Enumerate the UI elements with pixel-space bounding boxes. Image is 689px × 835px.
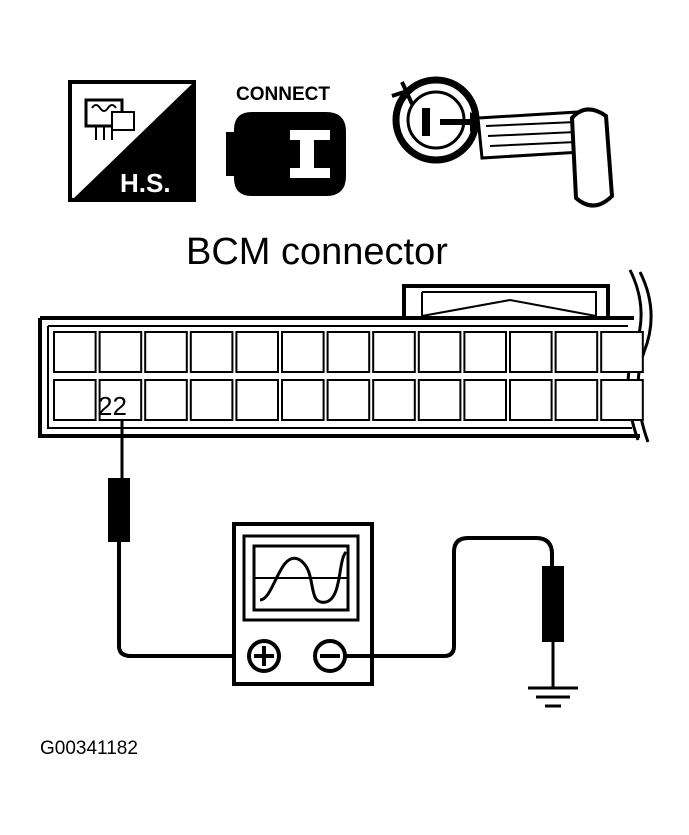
- connector-cavity: [600, 331, 644, 373]
- ground-probe-lead: [345, 536, 564, 688]
- figure-id: G00341182: [40, 738, 138, 759]
- hs-label: H.S.: [120, 168, 171, 198]
- ground-symbol-icon: [528, 686, 578, 708]
- connector-cavity: [417, 379, 462, 421]
- connector-cavity: [372, 379, 416, 421]
- connector-cavity: [53, 379, 97, 421]
- connector-cavity: [326, 379, 371, 421]
- connector-cavity: [463, 331, 507, 373]
- connector-cavity: [281, 331, 325, 373]
- connector-cavity: [144, 379, 188, 421]
- connector-cavity: [189, 331, 234, 373]
- connector-cavity: [509, 379, 553, 421]
- connector-cavity: [144, 331, 188, 373]
- connect-icon: CONNECT: [226, 84, 346, 196]
- harness-connector-icon: H.S.: [68, 80, 196, 202]
- connector-cavity: [281, 379, 325, 421]
- bcm-connector: 22: [38, 269, 653, 443]
- sine-waveform-icon: [259, 550, 348, 604]
- connector-cavity: [509, 331, 553, 373]
- connector-cavity: [326, 331, 371, 373]
- oscilloscope: [232, 522, 374, 686]
- positive-probe-lead: [108, 420, 244, 658]
- connector-cavity: [98, 331, 143, 373]
- connector-cavity: [189, 379, 234, 421]
- diagram-title: BCM connector: [186, 231, 448, 273]
- connector-cavity: [235, 379, 279, 421]
- connector-cavity: [417, 331, 462, 373]
- connector-cavity: [53, 331, 97, 373]
- connector-cavity: [463, 379, 507, 421]
- connector-cavity: [600, 379, 644, 421]
- connector-cavity: [235, 331, 279, 373]
- connect-label: CONNECT: [236, 84, 330, 105]
- pin-22-label: 22: [98, 391, 127, 421]
- connector-cavity: [554, 331, 599, 373]
- connector-cavity: [98, 379, 143, 421]
- connector-cavity: [554, 379, 599, 421]
- connector-cavity-grid: [53, 331, 644, 421]
- connector-cavity: [372, 331, 416, 373]
- ignition-key-icon: [391, 76, 615, 208]
